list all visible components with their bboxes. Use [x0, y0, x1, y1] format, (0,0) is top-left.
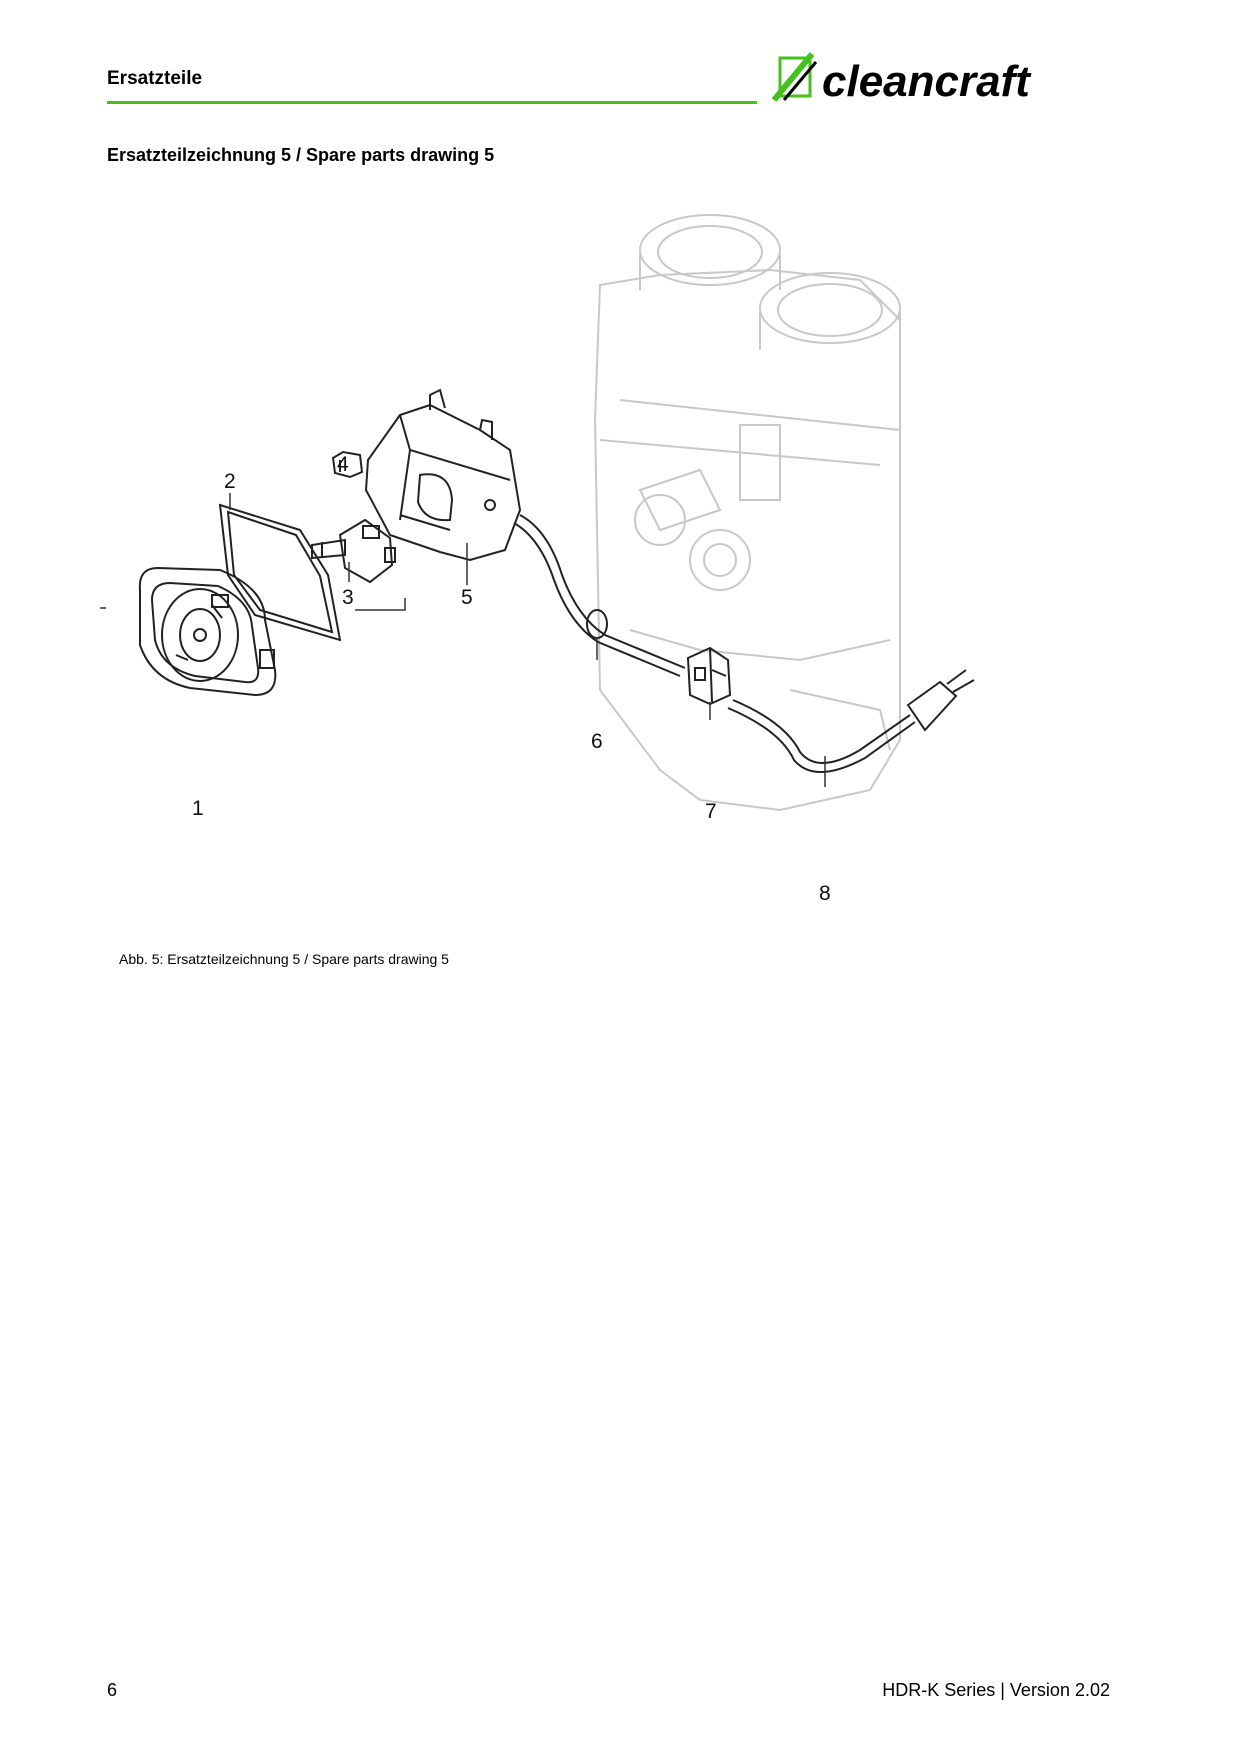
logo-mark-icon: [771, 52, 818, 102]
section-title: Ersatzteilzeichnung 5 / Spare parts draw…: [107, 145, 495, 165]
part-label: 3: [342, 586, 354, 609]
part-8-power-cord-with-plug: [727, 669, 975, 773]
header-rule: [107, 101, 757, 104]
part-label: 5: [461, 586, 473, 609]
part-3-switch: [311, 518, 396, 584]
page-number: 6: [107, 1680, 118, 1700]
part-2-gasket: [218, 503, 342, 642]
part-1-cover-plate: [138, 566, 277, 697]
machine-housing: [593, 214, 901, 812]
part-5-switch-housing: [364, 388, 522, 562]
part-label: 1: [192, 797, 204, 820]
figure-caption: Abb. 5: Ersatzteilzeichnung 5 / Spare pa…: [119, 951, 449, 967]
header-title: Ersatzteile: [107, 68, 203, 89]
brand-wordmark: cleancraft: [822, 57, 1032, 106]
document-info: HDR-K Series | Version 2.02: [882, 1680, 1110, 1700]
part-label: 6: [591, 730, 603, 753]
spare-parts-drawing: 1 2 3 4 5 6 7 8: [100, 214, 975, 905]
part-label: 7: [705, 800, 717, 823]
part-label: 8: [819, 882, 831, 905]
brand-logo: cleancraft: [771, 52, 1032, 106]
part-4-clip: [331, 450, 364, 479]
part-labels: 1 2 3 4 5 6 7 8: [192, 453, 831, 905]
leader-lines: [100, 493, 826, 787]
part-7-connector: [686, 646, 732, 706]
part-label: 4: [337, 453, 349, 476]
part-label: 2: [224, 470, 236, 493]
